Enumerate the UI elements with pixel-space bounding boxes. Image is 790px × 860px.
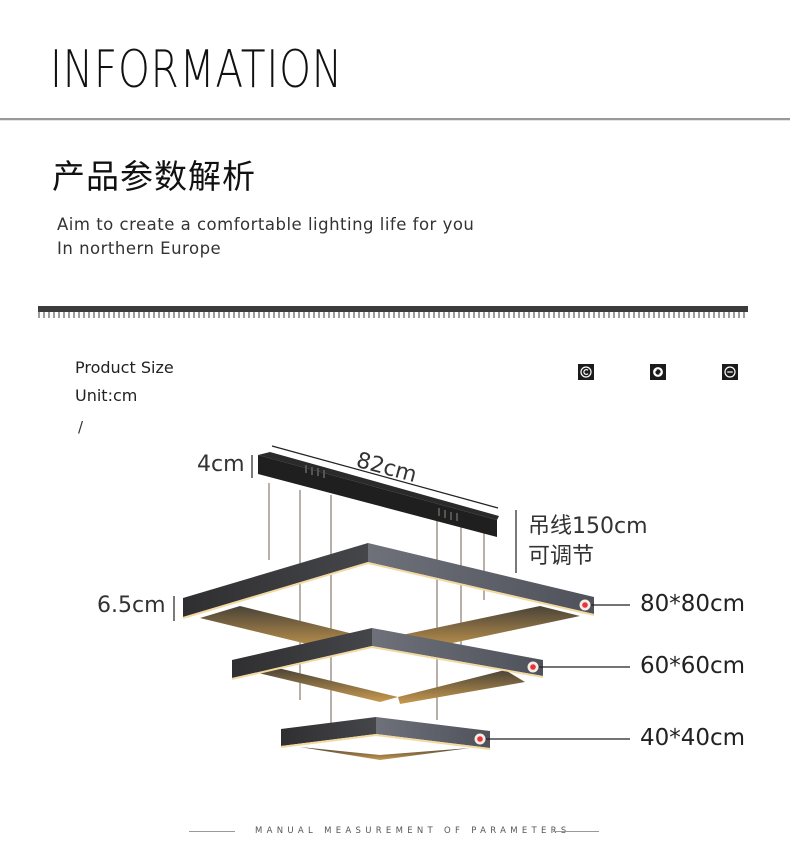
page-title: INFORMATION [50, 40, 343, 100]
ring-small-size: 40*40cm [640, 725, 746, 751]
product-size-label: Product Size [75, 358, 174, 377]
ring-height-label: 6.5cm [97, 593, 166, 618]
tagline: Aim to create a comfortable lighting lif… [57, 213, 474, 261]
header-divider [0, 118, 790, 120]
copyright-icon [578, 364, 594, 380]
indicator-dots [474, 599, 591, 745]
tagline-line-1: Aim to create a comfortable lighting lif… [57, 215, 475, 234]
footer-line-right [553, 831, 599, 832]
refresh-icon [650, 364, 666, 380]
ring-large-size: 80*80cm [640, 591, 746, 617]
footer-line-left [189, 831, 235, 832]
wire-length-label: 吊线150cm [528, 514, 648, 539]
wire-adjustable-label: 可调节 [528, 544, 595, 569]
tagline-line-2: In northern Europe [57, 239, 222, 258]
wire-length-block: 吊线150cm 可调节 [528, 512, 648, 572]
slash-mark: / [78, 418, 84, 436]
footer-caption: MANUAL MEASUREMENT OF PARAMETERS [255, 826, 571, 836]
ruler-decoration [38, 306, 748, 318]
minus-circle-icon [722, 364, 738, 380]
product-size-block: Product Size Unit:cm [75, 354, 174, 410]
header-divider-shadow [0, 120, 790, 121]
unit-label: Unit:cm [75, 386, 138, 405]
canopy-height-label: 4cm [197, 452, 245, 477]
section-title-cn: 产品参数解析 [52, 157, 256, 196]
ring-medium-size: 60*60cm [640, 653, 746, 679]
